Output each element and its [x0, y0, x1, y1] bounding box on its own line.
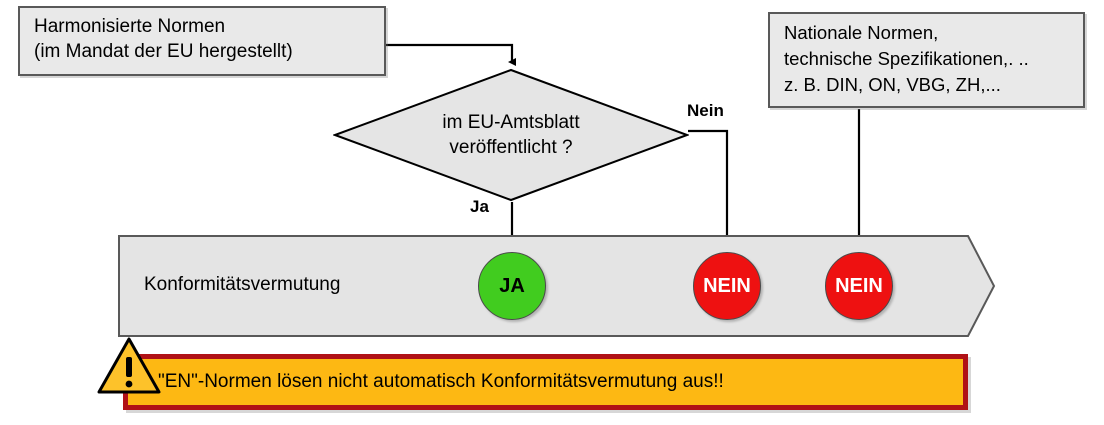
result-circle-ja: JA: [478, 252, 546, 320]
national-standards-box: Nationale Normen, technische Spezifikati…: [768, 12, 1085, 108]
branch-label-yes: Ja: [470, 197, 489, 216]
connector-harmonised-to-decision: [386, 43, 516, 66]
warning-triangle-icon: [97, 337, 161, 395]
result-circle-nein-1: NEIN: [693, 252, 761, 320]
eu-journal-decision-diamond: im EU-Amtsblatt veröffentlicht ?: [333, 68, 689, 202]
connector-no-to-nein-circle: [688, 129, 731, 248]
decision-shape: [333, 68, 689, 202]
result-circle-nein-2: NEIN: [825, 252, 893, 320]
conformity-presumption-banner: Konformitätsvermutung: [118, 234, 996, 338]
banner-label: Konformitätsvermutung: [144, 274, 341, 295]
warning-text: "EN"-Normen lösen nicht automatisch Konf…: [158, 371, 724, 392]
banner-shape: [118, 235, 996, 337]
harmonised-standards-box: Harmonisierte Normen (im Mandat der EU h…: [18, 6, 386, 76]
en-standards-warning-bar: "EN"-Normen lösen nicht automatisch Konf…: [123, 354, 968, 410]
branch-label-no: Nein: [687, 101, 724, 120]
